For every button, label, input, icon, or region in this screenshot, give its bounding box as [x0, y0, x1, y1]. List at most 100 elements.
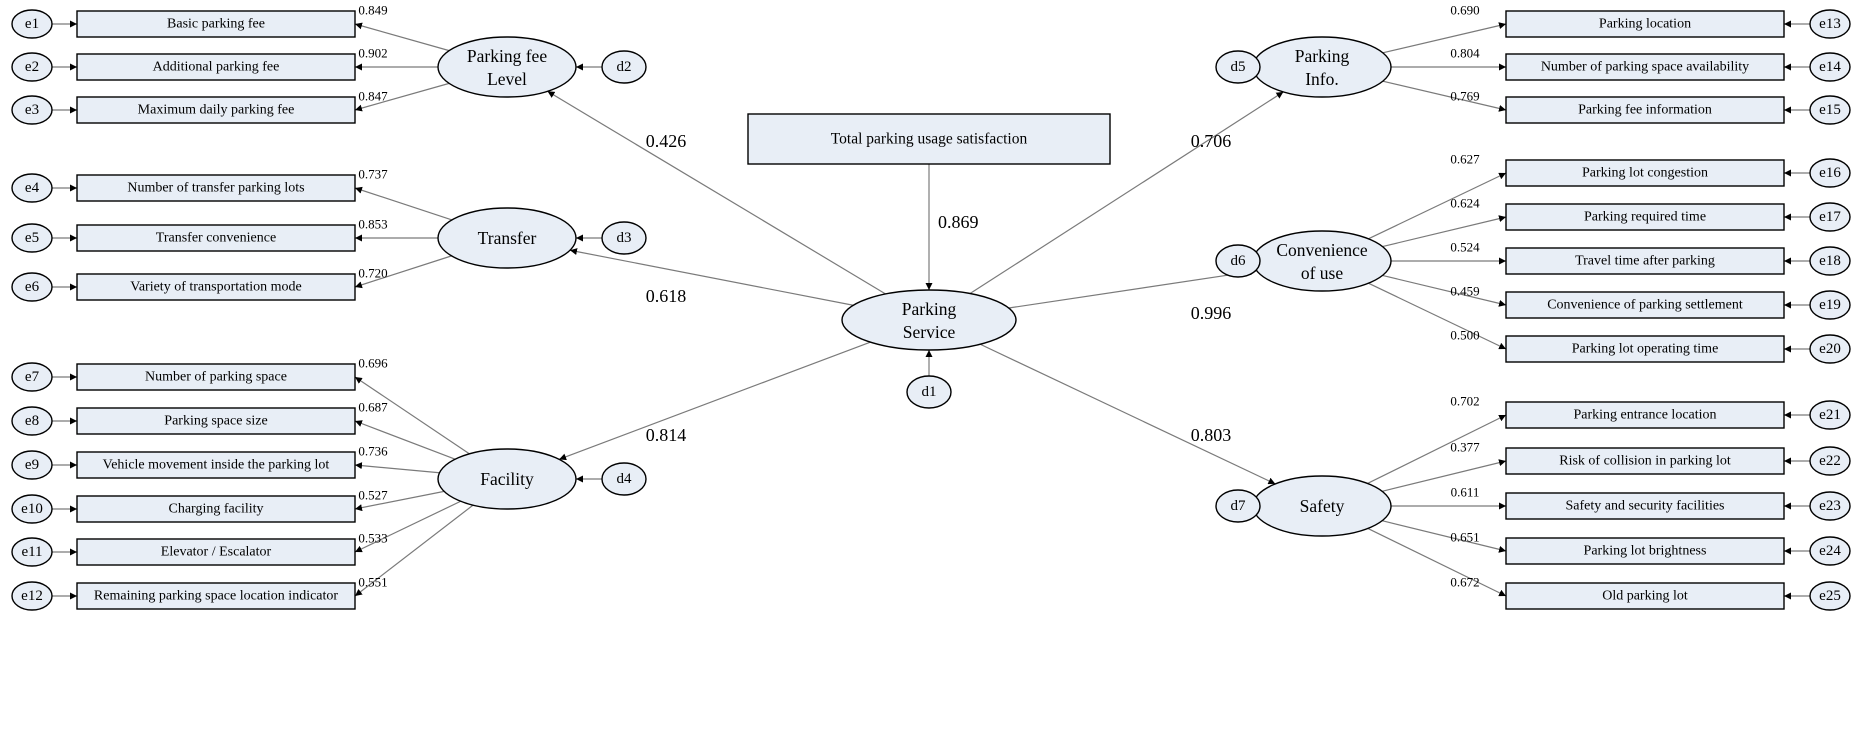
loading-arrow-e4 [354, 186, 453, 221]
indicator-label-e14: Number of parking space availability [1541, 60, 1749, 75]
loading-arrow-e8 [354, 420, 456, 460]
loading-e13: 0.690 [1450, 3, 1479, 18]
indicator-box-e7 [76, 363, 356, 391]
error-e24-label: e24 [1819, 543, 1841, 559]
path-arrow-info [969, 91, 1284, 295]
indicator-label-e22: Risk of collision in parking lot [1559, 454, 1731, 469]
loading-e17: 0.624 [1450, 196, 1480, 211]
loading-e4: 0.737 [358, 167, 388, 182]
error-e22-label: e22 [1819, 453, 1841, 469]
error-e21-ellipse [1809, 400, 1851, 430]
loading-e5: 0.853 [358, 217, 387, 232]
indicator-box-e12 [76, 582, 356, 610]
indicator-box-e22 [1505, 447, 1785, 475]
indicator-box-e5 [76, 224, 356, 252]
indicator-label-e5: Transfer convenience [156, 231, 276, 246]
path-arrow-transfer [569, 248, 854, 306]
error-e3-ellipse [11, 95, 53, 125]
disturbance-d5-ellipse [1215, 50, 1261, 84]
parking-service-ellipse [841, 289, 1017, 351]
indicator-label-e8: Parking space size [164, 414, 267, 429]
indicator-label-e3: Maximum daily parking fee [138, 103, 295, 118]
indicator-label-e6: Variety of transportation mode [130, 280, 301, 295]
loading-arrow-e1 [354, 22, 450, 52]
error-e5-ellipse [11, 223, 53, 253]
error-e25-ellipse [1809, 581, 1851, 611]
disturbance-d4-ellipse [601, 462, 647, 496]
path-arrow-fee [547, 90, 886, 295]
loading-arrow-e21 [1367, 414, 1507, 485]
error-e18-ellipse [1809, 246, 1851, 276]
indicator-label-e25: Old parking lot [1602, 589, 1688, 604]
loading-arrow-e7 [354, 376, 470, 455]
indicator-box-e11 [76, 538, 356, 566]
loading-arrow-e9 [354, 462, 440, 474]
error-e3-label: e3 [25, 102, 39, 118]
loading-arrow-e25 [1367, 527, 1507, 597]
loading-e15: 0.769 [1450, 89, 1479, 104]
indicator-label-e20: Parking lot operating time [1572, 342, 1719, 357]
fee-latent-label-line-1: Parking fee [467, 46, 547, 66]
path-coefficient-safety: 0.803 [1191, 425, 1232, 445]
error-e19-ellipse [1809, 290, 1851, 320]
indicator-box-e15 [1505, 96, 1785, 124]
path-arrow-convenience [1008, 268, 1257, 309]
loading-e16: 0.627 [1450, 152, 1480, 167]
path-coefficient-facility: 0.814 [646, 425, 687, 445]
error-e1-ellipse [11, 9, 53, 39]
error-e12-label: e12 [21, 588, 43, 604]
indicator-label-e2: Additional parking fee [153, 60, 280, 75]
indicator-label-e16: Parking lot congestion [1582, 166, 1708, 181]
error-e9-ellipse [11, 450, 53, 480]
disturbance-d7-label: d7 [1231, 498, 1247, 514]
error-e8-ellipse [11, 406, 53, 436]
error-e23-ellipse [1809, 491, 1851, 521]
loading-e25: 0.672 [1450, 575, 1479, 590]
indicator-label-e4: Number of transfer parking lots [127, 181, 304, 196]
fee-latent-label-line-2: Level [487, 69, 527, 89]
indicator-label-e7: Number of parking space [145, 370, 287, 385]
indicator-box-e2 [76, 53, 356, 81]
loading-e11: 0.533 [358, 531, 387, 546]
indicator-box-e20 [1505, 335, 1785, 363]
error-e11-label: e11 [21, 544, 42, 560]
error-e13-label: e13 [1819, 16, 1841, 32]
info-latent-label-line-1: Parking [1295, 46, 1350, 66]
path-coefficient-transfer: 0.618 [646, 286, 687, 306]
error-e24-ellipse [1809, 536, 1851, 566]
disturbance-d3-label: d3 [617, 230, 632, 246]
path-coefficient-info: 0.706 [1191, 131, 1232, 151]
indicator-label-e18: Travel time after parking [1575, 254, 1715, 269]
indicator-box-e10 [76, 495, 356, 523]
indicator-label-e10: Charging facility [169, 502, 264, 517]
path-arrow-safety [979, 343, 1276, 485]
loading-e10: 0.527 [358, 488, 388, 503]
disturbance-d4-label: d4 [617, 471, 633, 487]
error-e4-label: e4 [25, 180, 40, 196]
indicator-box-e8 [76, 407, 356, 435]
path-coefficient-fee: 0.426 [646, 131, 687, 151]
indicator-box-e19 [1505, 291, 1785, 319]
indicator-box-e18 [1505, 247, 1785, 275]
error-e20-ellipse [1809, 334, 1851, 364]
facility-latent-label: Facility [480, 469, 534, 489]
loading-e3: 0.847 [358, 89, 388, 104]
error-e16-label: e16 [1819, 165, 1841, 181]
loading-arrow-e24 [1381, 520, 1507, 553]
error-e25-label: e25 [1819, 588, 1841, 604]
error-e5-label: e5 [25, 230, 39, 246]
parking-service-label-line-2: Service [903, 322, 956, 342]
error-e18-label: e18 [1819, 253, 1841, 269]
error-e17-ellipse [1809, 202, 1851, 232]
error-e2-ellipse [11, 52, 53, 82]
disturbance-d1-ellipse [906, 375, 952, 409]
fee-latent-ellipse [437, 36, 577, 98]
indicator-label-e1: Basic parking fee [167, 17, 265, 32]
error-e15-ellipse [1809, 95, 1851, 125]
disturbance-d1-label: d1 [922, 384, 937, 400]
indicator-label-e19: Convenience of parking settlement [1547, 298, 1743, 313]
disturbance-d5-label: d5 [1231, 59, 1246, 75]
loading-e22: 0.377 [1450, 440, 1480, 455]
disturbance-d6-label: d6 [1231, 253, 1247, 269]
